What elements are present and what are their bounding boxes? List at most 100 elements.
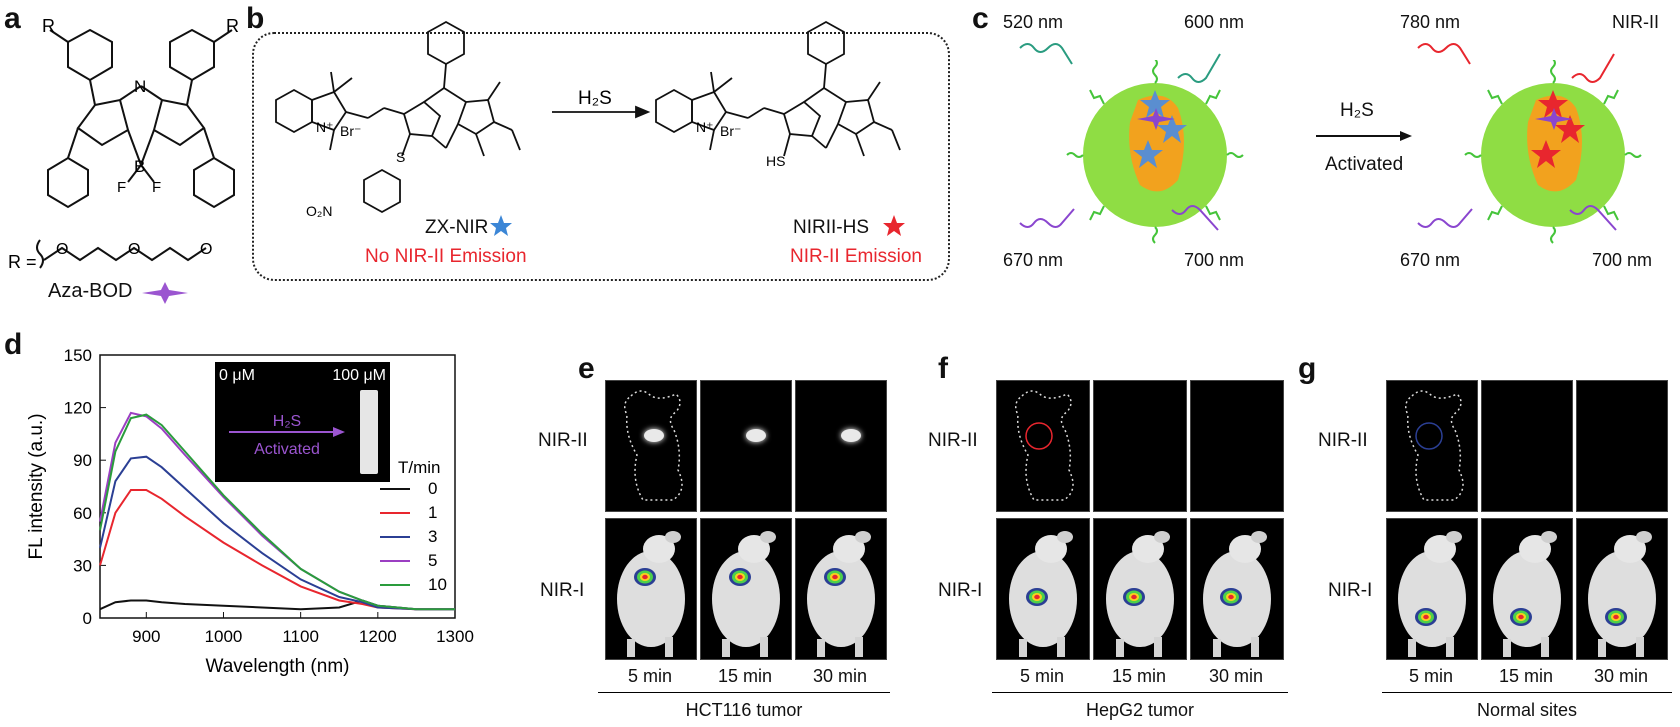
y-tick-label: 60 [73,504,92,523]
nir1-image-e-2 [700,518,792,660]
c-left-bot-in: 670 nm [1003,250,1064,270]
nir2-image-e-2 [700,380,792,512]
inset-arrow-bot: Activated [254,441,320,458]
o2n-group: O₂N [306,203,332,219]
svg-text:O: O [56,241,68,258]
c-right-top-in: 780 nm [1400,12,1461,32]
nir1-image-g-3 [1576,518,1668,660]
nirii-hs-red-star-icon [883,215,905,236]
inset-left-label: 0 μM [219,367,255,384]
nir1-image-f-1 [996,518,1090,660]
legend-label-1: 1 [428,503,437,522]
time-label-g-1: 5 min [1408,666,1453,686]
sh-group: HS [766,153,785,169]
inset-arrowhead [333,427,345,437]
nir2-tumor-signal [841,429,861,442]
row-label-nir2-g: NIR-II [1318,430,1368,451]
legend-label-0: 0 [428,479,437,498]
atom-n: N [134,77,146,96]
nir2-image-f-1 [996,380,1090,512]
nirii-hs-name: NIRII-HS [793,217,869,238]
time-label-g-2: 15 min [1498,666,1554,686]
nir2-image-f-2 [1093,380,1187,512]
reaction-arrow-label: H₂S [578,88,612,109]
panel-g-label: g [1298,352,1317,385]
n-plus-left: N⁺ [316,119,334,135]
y-tick-label: 150 [64,346,92,365]
c-arrow-bot: Activated [1325,154,1404,175]
r-definition: R = [8,252,37,272]
group-label-f: HepG2 tumor [1085,700,1195,720]
c-left-top-in: 520 nm [1003,12,1064,32]
nir2-image-f-3 [1190,380,1284,512]
nir2-emission-note: NIR-II Emission [790,246,922,267]
panel-e-label: e [578,352,595,385]
reaction-scheme: N⁺ Br⁻ S O₂N H₂S N⁺ Br⁻ HS [275,20,901,219]
c-right-bot-out: 700 nm [1592,250,1653,270]
nir1-image-f-2 [1093,518,1187,660]
plot-frame [99,354,456,619]
br-left: Br⁻ [340,123,361,139]
x-tick-label: 1000 [205,627,243,646]
panel-b-label: b [246,2,265,35]
no-nir2-emission-note: No NIR-II Emission [365,246,527,267]
panel-d-label: d [4,328,23,361]
inset-vial [360,390,378,474]
n-plus-right: N⁺ [696,119,714,135]
c-right-top-out: NIR-II [1612,12,1659,32]
s-atom: S [396,149,405,165]
r-label-right: R [226,16,239,36]
panel-f-label: f [938,352,948,385]
nir2-image-e-3 [795,380,887,512]
series-line-10 [99,413,455,611]
x-tick-label: 1300 [436,627,474,646]
row-label-nir2-e: NIR-II [538,430,588,451]
nir2-image-g-1 [1386,380,1478,512]
atom-f-left: F [117,179,126,196]
panel-a-label: a [4,2,21,35]
legend-label-3: 3 [428,527,437,546]
nir2-tumor-signal [644,429,664,442]
x-tick-label: 900 [132,627,160,646]
svg-text:O: O [200,241,212,258]
zx-nir-name: ZX-NIR [425,217,489,238]
c-left-bot-out: 700 nm [1184,250,1245,270]
y-tick-label: 30 [73,556,92,575]
row-label-nir1-f: NIR-I [938,580,983,601]
nanoparticle-before [1066,60,1244,244]
row-label-nir1-g: NIR-I [1328,580,1373,601]
panel-c-left-arrows [1019,43,1221,231]
x-axis-label: Wavelength (nm) [206,656,350,677]
row-label-nir2-f: NIR-II [928,430,978,451]
time-label-f-2: 15 min [1111,666,1167,686]
svg-text:O: O [128,241,140,258]
nir1-image-g-2 [1481,518,1573,660]
time-label-e-2: 15 min [717,666,773,686]
x-tick-label: 1100 [282,627,319,646]
aza-bod-structure: R R N B F F R = O O O [8,16,239,272]
atom-b: B [134,157,145,176]
group-label-e: HCT116 tumor [685,700,803,720]
legend-label-5: 5 [428,551,437,570]
legend-label-10: 10 [428,575,447,594]
panel-c-right-arrows [1417,43,1617,231]
nir1-image-e-1 [605,518,697,660]
inset-right-label: 100 μM [332,367,386,384]
nir1-image-e-3 [795,518,887,660]
y-tick-label: 0 [83,609,92,628]
series-line-3 [99,455,455,611]
row-label-nir1-e: NIR-I [540,580,585,601]
nanoparticle-after [1464,60,1642,244]
y-tick-label: 90 [73,451,92,470]
c-right-bot-in: 670 nm [1400,250,1461,270]
c-left-top-out: 600 nm [1184,12,1245,32]
nir1-image-g-1 [1386,518,1478,660]
br-right: Br⁻ [720,123,741,139]
nir2-tumor-signal [746,429,766,442]
nir2-image-g-3 [1576,380,1668,512]
aza-bod-name: Aza-BOD [48,280,133,302]
nir1-image-f-3 [1190,518,1284,660]
c-arrow-top: H₂S [1340,100,1374,121]
nir2-image-e-1 [605,380,697,512]
